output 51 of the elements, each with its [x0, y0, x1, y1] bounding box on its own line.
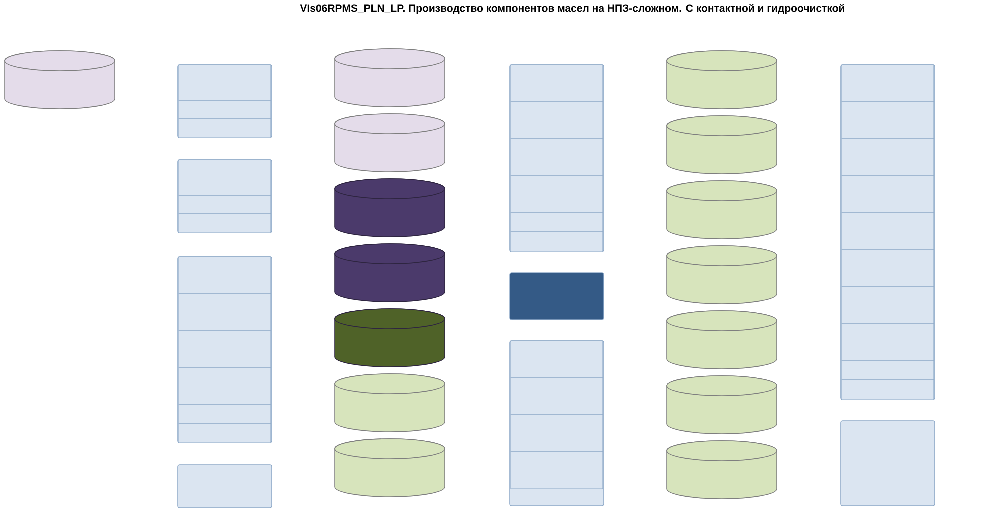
title: VIs06RPMS_PLN_LP. Производство компонентов масел на НПЗ-сложном. С контактной и гидроочисткой: [300, 4, 844, 14]
storage-cylinder: [334, 374, 446, 432]
table-row: [510, 452, 604, 490]
table-box: [178, 464, 272, 508]
storage-cylinder: [666, 376, 778, 434]
table-row: [178, 64, 272, 102]
storage-cylinder: [334, 48, 446, 108]
table-row: [842, 64, 934, 102]
table-row: [178, 330, 272, 368]
table-row: [178, 294, 272, 332]
storage-cylinder: [334, 438, 446, 498]
storage-cylinder: [666, 180, 778, 240]
storage-cylinder: [666, 50, 778, 110]
table-row: [842, 324, 934, 362]
table-row: [842, 138, 934, 176]
storage-cylinder: [334, 178, 446, 238]
table-row: [178, 256, 272, 294]
table-box: [510, 272, 604, 320]
storage-cylinder: [666, 116, 778, 174]
table-row: [510, 212, 604, 232]
table-row: [510, 138, 604, 176]
table-row: [178, 368, 272, 406]
table-row: [510, 340, 604, 378]
table-row: [842, 102, 934, 140]
storage-cylinder: [4, 50, 116, 110]
table-row: [178, 214, 272, 234]
table-row: [510, 176, 604, 214]
table-row: [178, 196, 272, 214]
table-row: [842, 360, 934, 380]
table-row: [510, 102, 604, 140]
table-row: [510, 414, 604, 452]
storage-cylinder: [666, 440, 778, 500]
table-row: [178, 404, 272, 424]
table-row: [510, 232, 604, 252]
table-row: [842, 212, 934, 250]
table-row: [842, 250, 934, 288]
table-row: [842, 176, 934, 214]
storage-cylinder: [666, 310, 778, 370]
table-row: [178, 160, 272, 196]
table-box: [840, 420, 936, 506]
table-row: [178, 100, 272, 120]
storage-cylinder: [666, 246, 778, 304]
table-row: [842, 380, 934, 400]
table-row: [178, 424, 272, 444]
storage-cylinder: [334, 244, 446, 302]
table-row: [510, 64, 604, 102]
table-row: [842, 286, 934, 324]
storage-cylinder: [334, 308, 446, 368]
storage-cylinder: [334, 114, 446, 172]
table-row: [510, 378, 604, 416]
table-row: [178, 118, 272, 138]
